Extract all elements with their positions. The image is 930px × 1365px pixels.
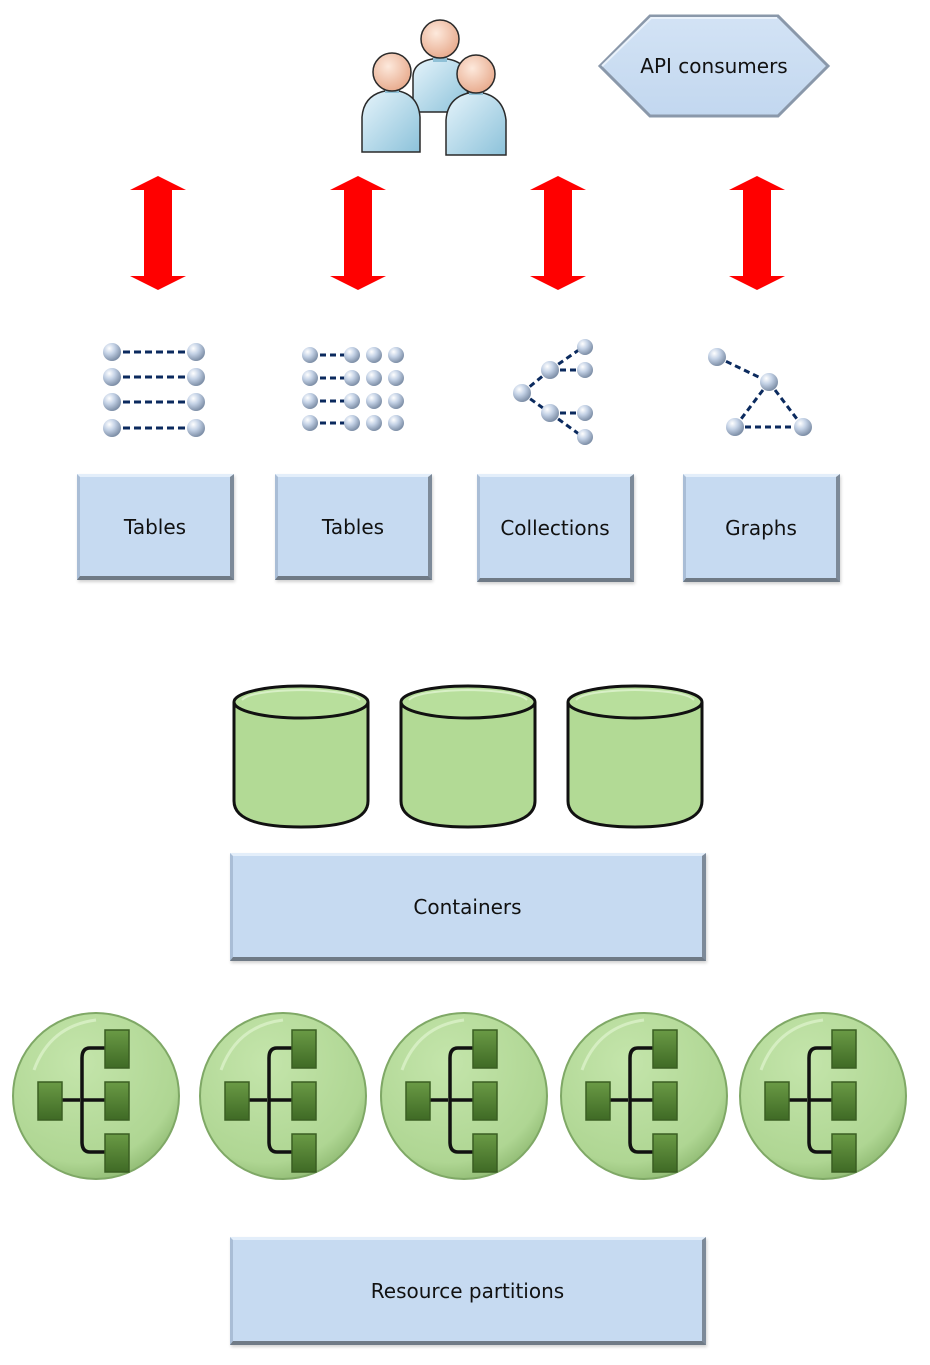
model-box-tables-1: Tables — [77, 474, 234, 580]
double-arrow-icon — [729, 176, 785, 290]
model-box-collections: Collections — [477, 474, 634, 582]
partition-hierarchy-icon — [739, 1012, 907, 1180]
database-cylinder-icon — [399, 684, 537, 829]
model-label: Tables — [321, 514, 385, 539]
api-consumers-label: API consumers — [640, 54, 788, 78]
resource-partitions-box: Resource partitions — [230, 1237, 706, 1345]
resource-partitions-label: Resource partitions — [370, 1278, 565, 1303]
double-arrow-icon — [330, 176, 386, 290]
model-label: Tables — [123, 514, 187, 539]
model-box-tables-2: Tables — [275, 474, 432, 580]
double-arrow-icon — [530, 176, 586, 290]
model-box-graphs: Graphs — [683, 474, 840, 582]
containers-label: Containers — [413, 894, 522, 919]
database-cylinder-icon — [232, 684, 370, 829]
containers-box: Containers — [230, 853, 706, 961]
key-value-rows-icon — [103, 343, 205, 437]
database-cylinder-icon — [566, 684, 704, 829]
graph-network-icon — [708, 348, 812, 436]
model-label: Graphs — [725, 515, 797, 540]
column-family-icon — [302, 347, 404, 431]
partition-hierarchy-icon — [199, 1012, 367, 1180]
model-label: Collections — [500, 515, 610, 540]
partition-hierarchy-icon — [560, 1012, 728, 1180]
partition-hierarchy-icon — [12, 1012, 180, 1180]
partition-hierarchy-icon — [380, 1012, 548, 1180]
double-arrow-icon — [130, 176, 186, 290]
document-tree-icon — [513, 339, 593, 445]
